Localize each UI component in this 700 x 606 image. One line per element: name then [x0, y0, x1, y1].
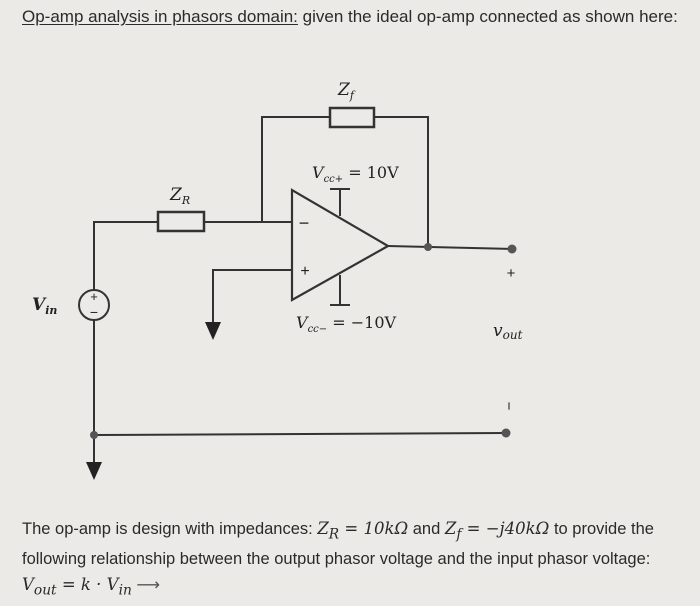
output-wire: [387, 245, 513, 250]
ground-junction-dot: [90, 431, 98, 439]
ground-icon: [86, 462, 102, 480]
zf-expression: Zf = −j40kΩ: [444, 519, 550, 543]
voltage-source: [78, 289, 110, 321]
source-plus-sign: +: [90, 289, 98, 304]
vout-label: vout: [493, 321, 523, 342]
feedback-wire: [261, 116, 330, 222]
vin-label: Vin: [32, 295, 57, 317]
vccm-label: Vcc− = −10V: [296, 313, 397, 335]
zr-label: ZR: [169, 185, 190, 207]
ground-rail: [93, 432, 507, 436]
source-minus-sign: −: [90, 304, 98, 320]
heading-rest: given the ideal op-amp connected as show…: [297, 7, 678, 26]
vout-minus-terminal: [501, 428, 511, 438]
input-wire: [93, 221, 158, 290]
op-amp-triangle: [290, 188, 391, 302]
zf-resistor: [328, 106, 376, 129]
feedback-wire-right: [374, 116, 429, 246]
ground-icon: [205, 322, 221, 340]
description-line-1: The op-amp is design with impedances: ZR…: [22, 519, 654, 543]
arrow-icon: ⟶: [136, 575, 161, 595]
zf-label: Zf: [337, 80, 356, 102]
description-line-2: following relationship between the outpu…: [22, 550, 651, 569]
inverting-input-sign: −: [299, 213, 310, 233]
problem-description: The op-amp is design with impedances: ZR…: [22, 516, 692, 604]
zr-expression: ZR = 10kΩ: [317, 519, 409, 543]
noninverting-ground-wire: [212, 269, 292, 323]
zr-resistor: [156, 210, 206, 233]
relationship-equation: Vout = k · Vin ⟶: [22, 575, 161, 599]
vout-plus-sign: +: [507, 265, 516, 282]
noninverting-input-sign: +: [300, 263, 309, 280]
vout-minus-sign: −: [500, 402, 517, 411]
heading-title: Op-amp analysis in phasors domain:: [22, 7, 298, 26]
problem-heading: Op-amp analysis in phasors domain: given…: [22, 6, 692, 28]
vccp-label: Vcc+ = 10V: [312, 163, 399, 185]
output-junction-dot: [424, 243, 432, 251]
vout-plus-terminal: [507, 244, 517, 254]
